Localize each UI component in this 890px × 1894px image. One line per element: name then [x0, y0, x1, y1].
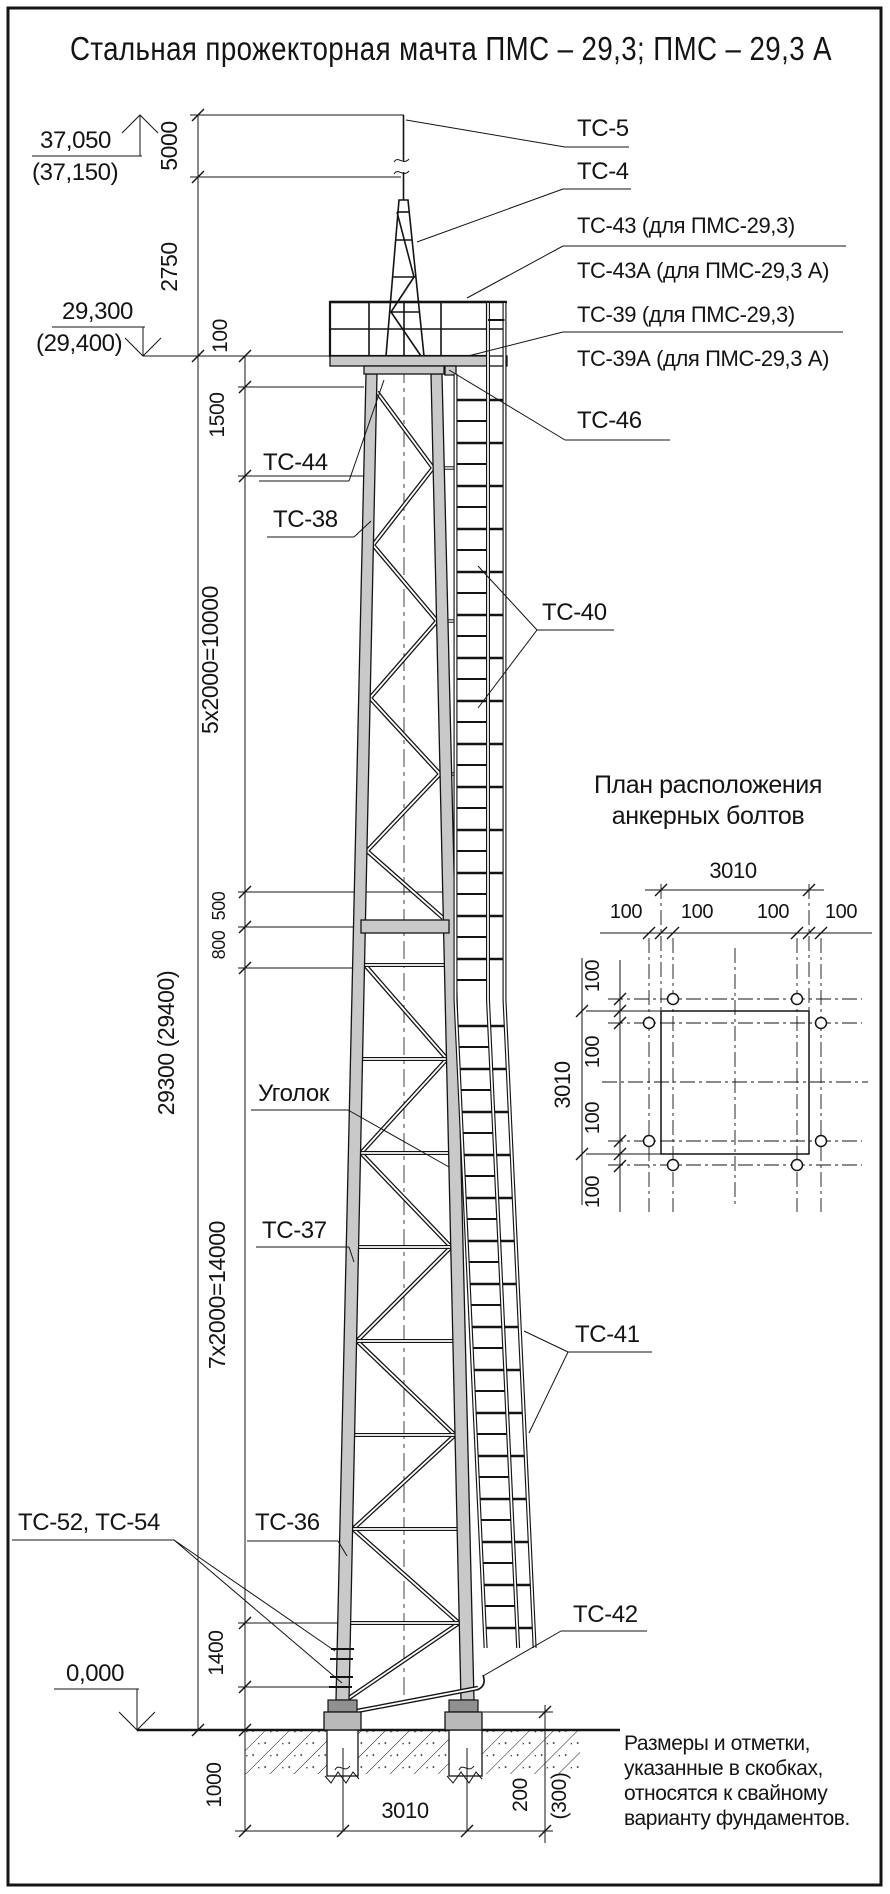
anchor-bolt-marks	[329, 1648, 354, 1688]
dim-500: 500	[209, 891, 229, 920]
plan-dim-3010-left: 3010	[550, 1061, 575, 1109]
plan-dim-3010-top: 3010	[709, 858, 757, 883]
elevation-ground: 0,000	[66, 1660, 124, 1687]
label-tc42: ТС-42	[573, 1601, 638, 1628]
plan-heading-2: анкерных болтов	[612, 802, 805, 830]
label-tc43a: ТС-43А (для ПМС-29,3 А)	[577, 258, 829, 283]
top-flange	[363, 365, 445, 375]
plan-dim-100: 100	[610, 901, 642, 923]
note-line-2: указанные в скобках,	[624, 1757, 823, 1780]
label-tc41: ТС-41	[575, 1321, 640, 1348]
elevation-platform: 29,300	[62, 298, 133, 325]
plan-dim-100: 100	[582, 1176, 604, 1208]
pedestal-right	[444, 1711, 483, 1731]
dim-5000: 5000	[156, 121, 182, 171]
dim-2750: 2750	[156, 242, 182, 292]
label-tc44: ТС-44	[263, 449, 328, 476]
elevation-top: 37,050	[40, 127, 111, 154]
left-chord	[335, 373, 378, 1701]
label-tc4: ТС-4	[577, 158, 629, 185]
dim-200: 200	[509, 1778, 532, 1812]
splice-flange	[360, 919, 450, 934]
plan-heading-1: План расположения	[594, 771, 822, 799]
dim-29300: 29300 (29400)	[153, 971, 179, 1115]
drawing-title: Стальная прожекторная мачта ПМС – 29,3; …	[70, 30, 832, 67]
pedestal-left	[323, 1711, 362, 1731]
dim-1500: 1500	[206, 392, 229, 437]
ladder	[453, 303, 537, 1648]
dim-1000: 1000	[203, 1762, 226, 1807]
plan-dim-100: 100	[582, 960, 604, 992]
foundation-note: Размеры и отметки, указанные в скобках, …	[624, 1732, 850, 1830]
label-tc43: ТС-43 (для ПМС-29,3)	[577, 213, 795, 238]
label-tc40: ТС-40	[542, 599, 607, 626]
ground-hatch	[245, 1730, 580, 1774]
ladder-support-strut	[356, 1674, 485, 1714]
label-tc39: ТС-39 (для ПМС-29,3)	[577, 302, 795, 327]
label-tc46: ТС-46	[577, 407, 642, 434]
dim-10000: 5x2000=10000	[197, 586, 223, 734]
dim-14000: 7x2000=14000	[204, 1221, 230, 1369]
label-tc52-tc54: ТС-52, ТС-54	[18, 1509, 160, 1536]
anchor-bolts	[642, 992, 828, 1172]
label-tc39a: ТС-39А (для ПМС-29,3 А)	[577, 346, 829, 371]
elevation-top-alt: (37,150)	[32, 159, 118, 186]
dim-3010-bottom: 3010	[381, 1798, 429, 1823]
label-ugolok: Уголок	[258, 1080, 330, 1107]
platform-floor	[329, 355, 488, 367]
label-tc5: ТС-5	[577, 115, 629, 142]
plan-dim-100: 100	[757, 901, 789, 923]
mast-elevation	[323, 115, 537, 1731]
plan-dim-100: 100	[825, 901, 857, 923]
dim-300: (300)	[548, 1772, 571, 1819]
elevation-platform-alt: (29,400)	[36, 330, 122, 357]
dim-100: 100	[209, 319, 232, 353]
plan-dim-100: 100	[582, 1102, 604, 1134]
base-plate-right	[448, 1699, 479, 1713]
label-tc38: ТС-38	[273, 506, 338, 533]
label-tc37: ТС-37	[262, 1217, 327, 1244]
dim-800: 800	[209, 930, 229, 959]
ground	[137, 1728, 620, 1784]
dimension-lines	[143, 114, 553, 1843]
note-line-4: варианту фундаментов.	[624, 1807, 850, 1830]
base-plate-left	[327, 1699, 358, 1713]
label-tc36: ТС-36	[255, 1509, 320, 1536]
break-line	[324, 1771, 360, 1784]
anchor-bolt-plan	[581, 884, 872, 1212]
plan-dim-100: 100	[681, 901, 713, 923]
dim-1400: 1400	[205, 1630, 228, 1675]
note-line-1: Размеры и отметки,	[624, 1732, 810, 1755]
texts: 37,050 (37,150) 29,300 (29,400) 0,000 50…	[18, 115, 858, 1830]
note-line-3: относятся к свайному	[624, 1782, 828, 1805]
foundation-right	[448, 1729, 483, 1777]
break-line	[446, 1771, 483, 1784]
leader-lines	[12, 119, 846, 1684]
sheet-border	[6, 6, 883, 1887]
plan-dim-100: 100	[582, 1036, 604, 1068]
elevation-flags	[32, 114, 162, 1731]
